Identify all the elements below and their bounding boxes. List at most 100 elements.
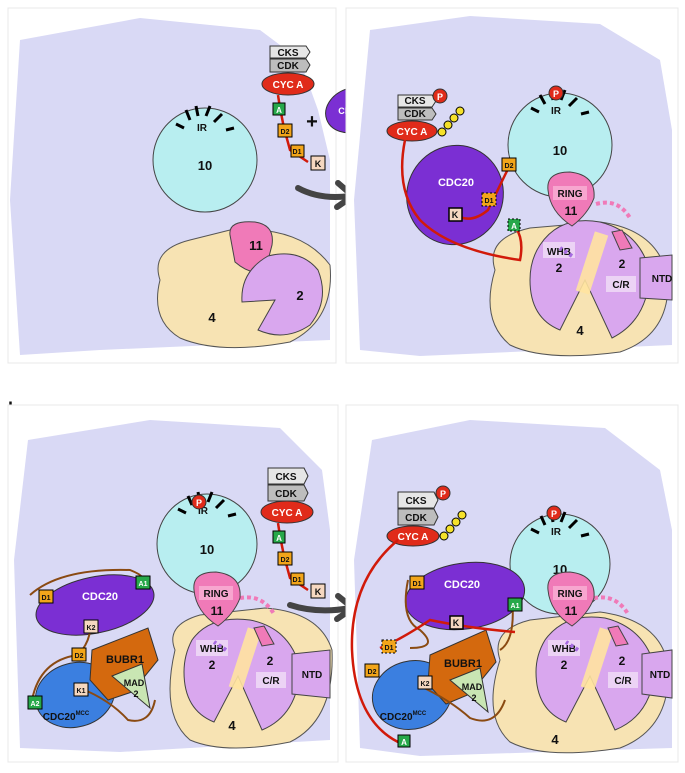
subunit-2-whb-mcc-num: 2 [209, 658, 216, 672]
motif-d1-mcc-bound-label: D1 [413, 581, 422, 588]
subunit-2-whb-num: 2 [556, 261, 563, 275]
motif-k2-mcc-bound-label: K2 [421, 681, 430, 688]
cr-tag-mcc [256, 672, 286, 688]
cdc20-binding-strip-mcc-bound [580, 627, 614, 691]
subunit-10-mcc-label: 10 [200, 542, 214, 557]
ir-motif: IR [175, 105, 235, 134]
phospho-ir-b2 [546, 505, 562, 521]
motif-d2 [277, 123, 293, 138]
transition-arrow-b [287, 602, 353, 614]
cdk-box-b-bound [397, 508, 439, 526]
cdc20-bound-label: CDC20 [438, 177, 474, 189]
subunit-2-label: 2 [296, 288, 303, 303]
subunit-11-anchor [611, 229, 633, 251]
motif-a1-mcc-bound [507, 597, 523, 612]
motif-a-bound [507, 218, 521, 232]
mad2-bound [449, 667, 489, 714]
subunit-11-ring-num: 11 [565, 204, 578, 218]
motif-d1-b [290, 572, 305, 586]
subunit-4-mcc-bound-label: 4 [551, 732, 559, 747]
motif-d1-b-bound-label: D1 [385, 645, 394, 652]
motif-k-bound-label: K [452, 210, 459, 220]
subunit-2-cr-mcc-num: 2 [267, 654, 274, 668]
subunit-10 [152, 107, 258, 213]
mad2-label: MAD [124, 678, 145, 688]
motif-k1-mcc [73, 682, 89, 697]
motif-k-b-bound-label: K [453, 618, 460, 628]
motif-k-b-bound [449, 615, 464, 630]
cdc20-mcc-label: CDC20MCC [43, 711, 90, 723]
subunit-10-bound-label: 10 [553, 143, 567, 158]
cks-box-b-bound [397, 491, 439, 509]
ntd-domain-mcc [291, 649, 331, 699]
cdk-b-bound-label: CDK [405, 513, 427, 524]
cr-mcc-bound-label: C/R [614, 676, 632, 687]
motif-d1-b-bound [381, 639, 397, 654]
bubr1-label: BUBR1 [106, 654, 144, 666]
motif-d2-bound-label: D2 [505, 163, 514, 170]
whb-linker-mcc [212, 640, 228, 652]
cdk-box [269, 58, 311, 73]
cr-label: C/R [612, 280, 630, 291]
ir-mcc-label: IR [198, 506, 209, 517]
ntd-domain [639, 254, 673, 301]
ring-label: RING [558, 189, 583, 200]
phospho-ir-a [548, 85, 564, 101]
motif-k-bound [448, 207, 463, 222]
cks-label: CKS [277, 48, 298, 59]
motif-a-label: A [276, 106, 282, 115]
ntd-domain-mcc-bound [641, 649, 673, 699]
panel-a-left: IR 10 11 2 4 CKS CDK CYC A A D2 D1 K + C… [7, 7, 381, 364]
subunit-11-label: 11 [249, 238, 263, 253]
cyclin-a-b-bound [386, 525, 440, 547]
subunit-4-bound-label: 4 [576, 323, 584, 338]
ring-tag-mcc-bound [553, 586, 587, 600]
whb-mcc-bound-label: WHB [552, 644, 576, 655]
cyclin-a-bound [386, 120, 438, 142]
motif-d1 [290, 144, 305, 158]
subunit-4-label: 4 [208, 310, 216, 325]
motif-d2-b-label: D2 [281, 557, 290, 564]
cdk-box-b [267, 484, 309, 502]
cdc20-mcc-bound-context-label: CDC20 [444, 579, 480, 591]
motif-k-b [310, 583, 326, 599]
motif-d2-b-bound-label: D2 [368, 669, 377, 676]
motif-d1-bound [481, 192, 497, 207]
subunit-10-label: 10 [198, 158, 212, 173]
cr-tag [606, 276, 636, 292]
motif-a-b [272, 530, 286, 544]
panel-b-left: 4 10 IR P WHB 2 2 C/R NTD RING 11 CDC20 … [7, 404, 339, 763]
cdc20-mcc-bound-label: CDC20MCC [380, 711, 427, 723]
motif-k2-mcc-bound [417, 675, 433, 690]
subunit-11-anchor-mcc-bound [607, 625, 629, 647]
subunit-2-cr-mcc-bound-num: 2 [619, 654, 626, 668]
mad2 [111, 663, 151, 710]
ring-linker-mcc-bound [593, 595, 630, 616]
cyclin-a-bound-label: CYC A [397, 127, 428, 138]
ring-mcc-bound-label: RING [558, 589, 583, 600]
cks-box-bound [397, 94, 437, 108]
whb-linker [558, 246, 574, 258]
motif-d1-label: D1 [293, 149, 302, 156]
motif-d1-b-label: D1 [293, 577, 302, 584]
panel-a-right: 4 10 IR P WHB 2 2 C/R NTD RING 11 CDC20 [345, 7, 679, 364]
cdc20-binding-strip-mcc [228, 627, 262, 691]
ntd-mcc-bound-label: NTD [650, 670, 671, 681]
phospho-chain-b [439, 510, 467, 541]
subunit-2-whb-mcc-bound-num: 2 [561, 658, 568, 672]
plus-sign: + [306, 111, 318, 133]
motif-a-bound-label: A [511, 222, 517, 231]
motif-a1-mcc-label: A1 [139, 581, 148, 588]
mad2-bound-label: MAD [462, 682, 483, 692]
cdk-label: CDK [277, 61, 299, 72]
phospho-cks-a-label: P [437, 92, 443, 102]
cyclin-a-b-label: CYC A [272, 508, 303, 519]
motif-d1-bound-label: D1 [485, 198, 494, 205]
cks-box-b [267, 467, 309, 485]
motif-d2-b-bound [364, 663, 380, 678]
mad2-bound-num: 2 [471, 693, 476, 703]
ir-label: IR [197, 123, 208, 134]
cyclin-a-b-bound-label: CYC A [398, 532, 429, 543]
cdc20-bound [406, 144, 504, 246]
